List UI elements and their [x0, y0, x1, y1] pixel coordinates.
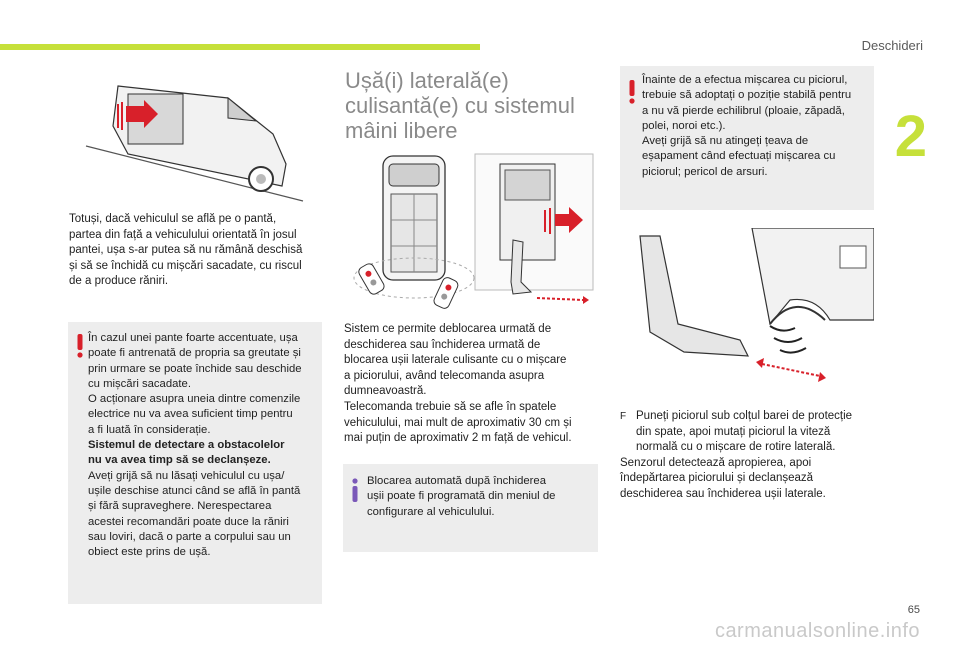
foot-instructions: F Puneți piciorul sub colțul barei de pr… [620, 409, 876, 503]
accent-bar [0, 44, 480, 50]
warning-line: prin urmare se poate închide sau deschid… [88, 362, 302, 375]
warning-line: Înainte de a efectua mișcarea cu picioru… [642, 74, 848, 86]
warning-bold-line: Sistemul de detectare a obstacolelor [88, 439, 285, 452]
warning-line: O acționare asupra uneia dintre comenzil… [88, 393, 301, 406]
warning-line: trebuie să adoptați o poziție stabilă pe… [642, 89, 852, 102]
van-slope-illustration [85, 85, 304, 202]
tail-line: îndepărtarea piciorului și declanșează [620, 472, 814, 485]
warning-line: acestei recomandări poate duce la răniri [88, 515, 289, 528]
body-line: Telecomanda trebuie să se afle în spatel… [344, 400, 557, 413]
warning-line: cu mișcări sacadate. [88, 377, 191, 390]
warning-line: ușile deschise atunci când se află în pa… [88, 484, 301, 497]
warning-icon [77, 334, 83, 358]
foot-under-bumper-illustration [639, 228, 874, 382]
bullet-line: din spate, apoi mutați piciorul la vitez… [636, 425, 831, 438]
info-line: ușii poate fi programată din meniul de [367, 490, 556, 503]
warning-line: a nu vă pierde echilibrul (ploaie, zăpad… [642, 104, 845, 117]
warning-line: eșapament când efectuați mișcarea cu [642, 150, 836, 163]
body-line: mai puțin de aproximativ 2 m față de veh… [344, 432, 572, 445]
warning-line: electrice nu va avea suficient timp pent… [88, 408, 293, 421]
system-description: Sistem ce permite deblocarea urmată de d… [344, 322, 600, 447]
chapter-number: 2 [894, 104, 927, 169]
slope-warning-box: În cazul unei pante foarte accentuate, u… [68, 322, 322, 604]
intro-line: partea din față a vehiculului orientată … [69, 228, 297, 241]
tail-line: deschiderea sau închiderea ușii laterale… [620, 487, 826, 500]
body-line: blocarea ușii laterale culisante cu o mi… [344, 354, 567, 367]
tail-line: Senzorul detectează apropierea, apoi [620, 456, 812, 469]
warning-line: poate fi antrenată de propria sa greutat… [88, 347, 301, 360]
page-number: 65 [907, 604, 920, 616]
body-line: dumneavoastră. [344, 385, 427, 398]
warning-line: polei, noroi etc.). [642, 119, 726, 132]
bullet-line: Puneți piciorul sub colțul barei de prot… [636, 410, 853, 422]
intro-line: Totuși, dacă vehiculul se află pe o pant… [69, 213, 277, 225]
info-line: Blocarea automată după închiderea [367, 475, 546, 487]
hands-free-door-illustration [353, 153, 594, 309]
warning-line: Aveți grijă să nu lăsați vehiculul cu uș… [88, 469, 285, 482]
bullet-line: normală cu o mișcare de rotire laterală. [636, 441, 836, 454]
heading-line: culisantă(e) cu sistemul [345, 93, 575, 118]
warning-line: Aveți grijă să nu atingeți țeava de [642, 135, 809, 148]
body-line: vehiculului, mai mult de aproximativ 30 … [344, 416, 572, 429]
warning-line: În cazul unei pante foarte accentuate, u… [88, 332, 298, 344]
warning-icon [629, 80, 635, 104]
heading-line: mâini libere [345, 118, 458, 143]
warning-bold-line: nu va avea timp să se declanșeze. [88, 454, 271, 467]
warning-line: a fi luată în considerație. [88, 423, 211, 436]
body-line: a piciorului, având telecomanda asupra [344, 369, 545, 382]
info-icon [352, 478, 358, 502]
warning-line: obiect este prins de ușă. [88, 546, 211, 559]
intro-line: și să se închidă cu mișcări sacadate, cu… [69, 259, 302, 272]
intro-line: de a produce răniri. [69, 275, 169, 288]
intro-line: pantei, ușa s-ar putea să nu rămână desc… [69, 244, 303, 257]
section-title: Deschideri [861, 38, 923, 53]
warning-line: piciorul; pericol de arsuri. [642, 165, 768, 178]
watermark: carmanualsonline.info [714, 620, 920, 642]
page-heading: Ușă(i) laterală(e) culisantă(e) cu siste… [345, 68, 595, 143]
intro-paragraph: Totuși, dacă vehiculul se află pe o pant… [69, 212, 321, 290]
foot-warning-box: Înainte de a efectua mișcarea cu picioru… [620, 66, 874, 210]
bullet-arrow-icon: F [620, 411, 627, 422]
body-line: Sistem ce permite deblocarea urmată de [344, 323, 552, 335]
warning-line: sau loviri, dacă o parte a corpului sau … [88, 530, 291, 543]
body-line: deschiderea sau închiderea urmată de [344, 338, 541, 351]
info-line: configurare al vehiculului. [367, 505, 495, 518]
info-box: Blocarea automată după închiderea ușii p… [343, 464, 598, 552]
heading-line: Ușă(i) laterală(e) [345, 68, 509, 93]
warning-line: și fără supraveghere. Nerespectarea [88, 500, 272, 513]
